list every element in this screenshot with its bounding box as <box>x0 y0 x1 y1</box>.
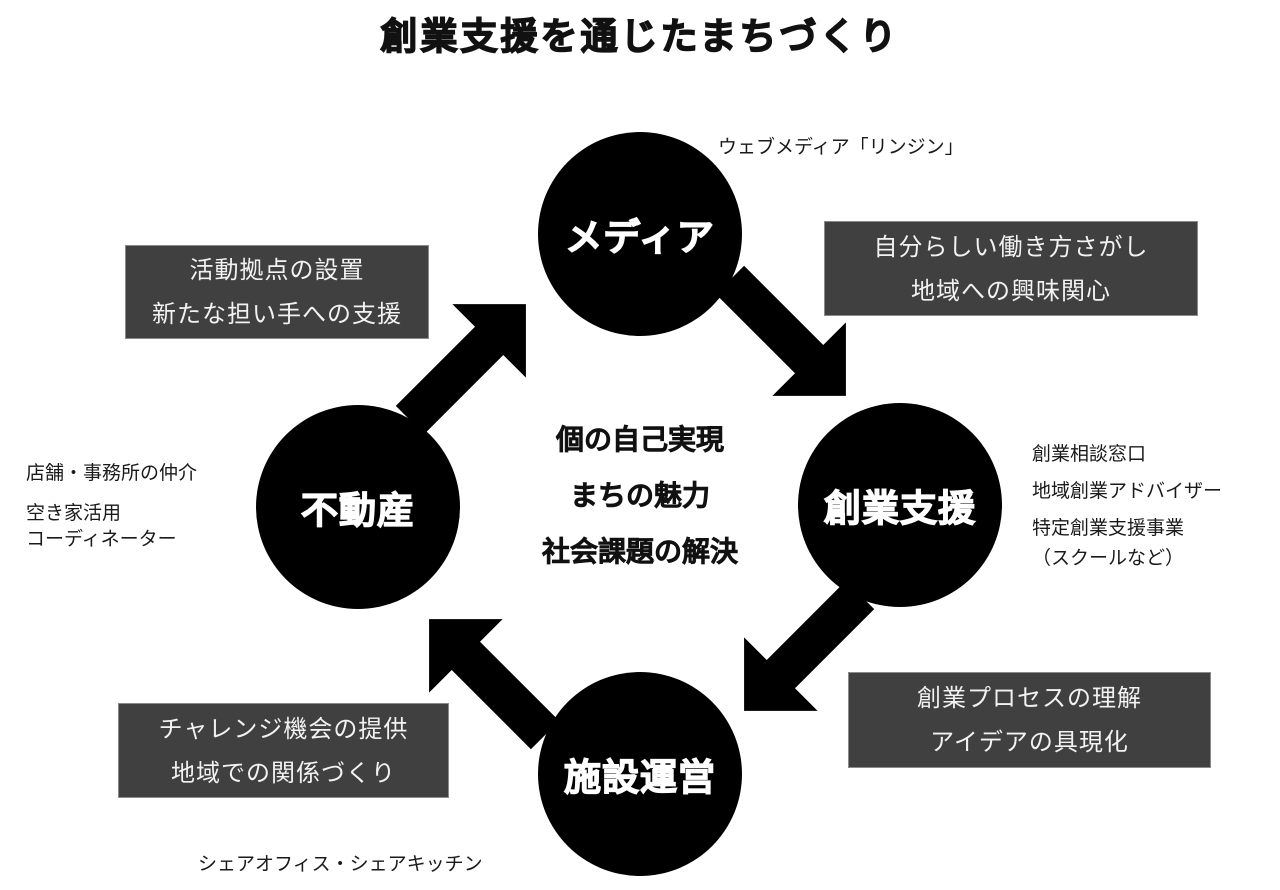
box-line: 地域への興味関心 <box>911 276 1111 305</box>
box-facility-to-real-estate: チャレンジ機会の提供 地域での関係づくり <box>118 703 449 798</box>
note-line: 創業相談窓口 <box>1032 443 1147 465</box>
arrow-startup-to-facility <box>744 580 875 711</box>
note-real-estate: 店舗・事務所の仲介 空き家活用 コーディネーター <box>26 460 197 552</box>
node-media: メディア <box>538 132 742 336</box>
note-line: 地域創業アドバイザー <box>1032 480 1223 502</box>
box-line: チャレンジ機会の提供 <box>158 714 409 743</box>
arrow-facility-to-real-estate-shape <box>429 619 560 750</box>
box-startup-to-facility: 創業プロセスの理解 アイデアの具現化 <box>848 672 1211 768</box>
arrow-startup-to-facility-shape <box>744 580 875 711</box>
box-line: 創業プロセスの理解 <box>917 684 1142 712</box>
note-startup-support: 創業相談窓口 地域創業アドバイザー 特定創業支援事業 （スクールなど） <box>1032 436 1222 573</box>
diagram-title: 創業支援を通じたまちづくり <box>380 14 900 58</box>
center-goal-line: 個の自己実現 <box>555 423 725 457</box>
node-real-estate-label: 不動産 <box>300 488 415 532</box>
arrow-real-estate-to-media-shape <box>395 304 526 435</box>
note-facility: シェアオフィス・シェアキッチン <box>198 853 483 875</box>
node-startup-support: 創業支援 <box>798 403 1002 607</box>
box-line: 地域での関係づくり <box>171 758 396 787</box>
note-line: 特定創業支援事業 <box>1032 517 1185 539</box>
center-goals: 個の自己実現 まちの魅力 社会課題の解決 <box>510 412 770 580</box>
arrow-media-to-startup-shape <box>715 265 846 396</box>
note-line: コーディネーター <box>26 528 177 550</box>
node-facility: 施設運営 <box>538 672 742 876</box>
note-line: 空き家活用 <box>26 502 122 524</box>
box-media-to-startup: 自分らしい働き方さがし 地域への興味関心 <box>824 221 1198 316</box>
node-startup-support-label: 創業支援 <box>823 486 976 530</box>
box-line: アイデアの具現化 <box>930 728 1129 756</box>
center-goal-line: まちの魅力 <box>569 479 711 513</box>
box-real-estate-to-media: 活動拠点の設置 新たな担い手への支援 <box>125 245 429 339</box>
node-facility-label: 施設運営 <box>563 755 716 799</box>
note-line: （スクールなど） <box>1032 547 1185 569</box>
arrow-facility-to-real-estate <box>429 619 560 750</box>
center-goal-line: 社会課題の解決 <box>541 535 739 569</box>
node-media-label: メディア <box>565 215 715 259</box>
box-line: 新たな担い手への支援 <box>152 300 402 328</box>
box-line: 活動拠点の設置 <box>189 256 365 284</box>
box-line: 自分らしい働き方さがし <box>873 232 1149 261</box>
note-media: ウェブメディア「リンジン」 <box>718 136 964 158</box>
arrow-media-to-startup <box>715 265 846 396</box>
node-real-estate: 不動産 <box>256 405 460 609</box>
arrow-real-estate-to-media <box>395 304 526 435</box>
note-line: 店舗・事務所の仲介 <box>26 462 198 484</box>
